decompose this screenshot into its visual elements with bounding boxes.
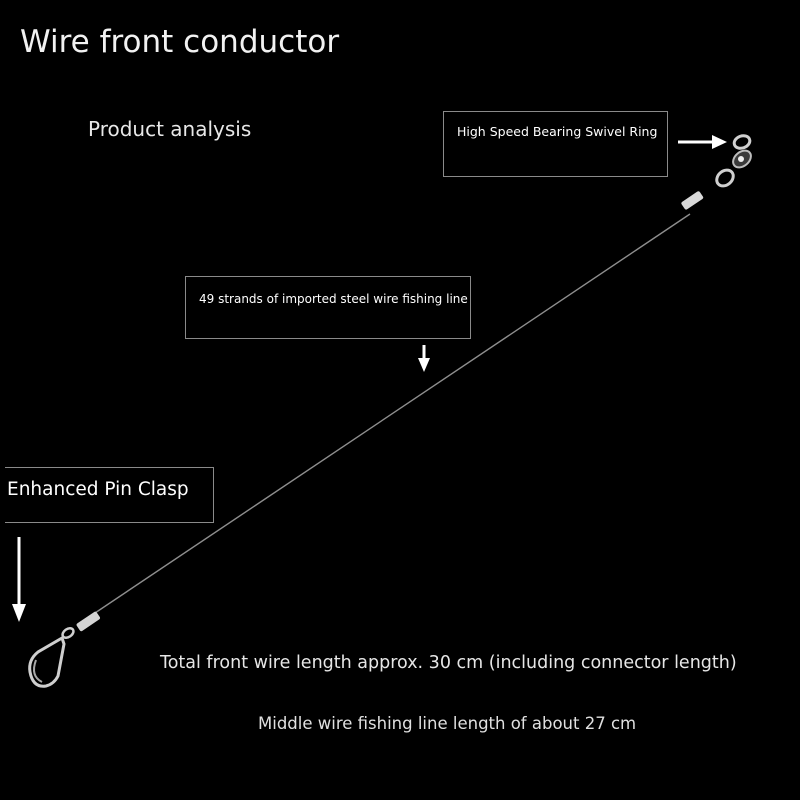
swivel-callout-label: High Speed Bearing Swivel Ring [457, 124, 658, 139]
pin-clasp-icon [28, 626, 75, 688]
swivel-ring-icon [715, 134, 752, 188]
page-title: Wire front conductor [20, 24, 340, 60]
clasp-callout-label: Enhanced Pin Clasp [7, 479, 189, 500]
arrow-down-icon [418, 345, 430, 372]
top-crimp-sleeve [681, 191, 704, 210]
steel-wire [91, 213, 691, 616]
swivel-callout-box [443, 111, 668, 177]
product-analysis-heading: Product analysis [88, 117, 252, 141]
bottom-crimp-sleeve [76, 611, 100, 632]
middle-length-note: Middle wire fishing line length of about… [258, 714, 637, 733]
clasp-callout-box [5, 467, 214, 523]
wire-callout-label: 49 strands of imported steel wire fishin… [199, 292, 468, 306]
arrow-down-icon [12, 537, 26, 622]
total-length-note: Total front wire length approx. 30 cm (i… [160, 653, 737, 673]
arrow-right-icon [678, 135, 727, 149]
wire-callout-box [185, 276, 471, 339]
